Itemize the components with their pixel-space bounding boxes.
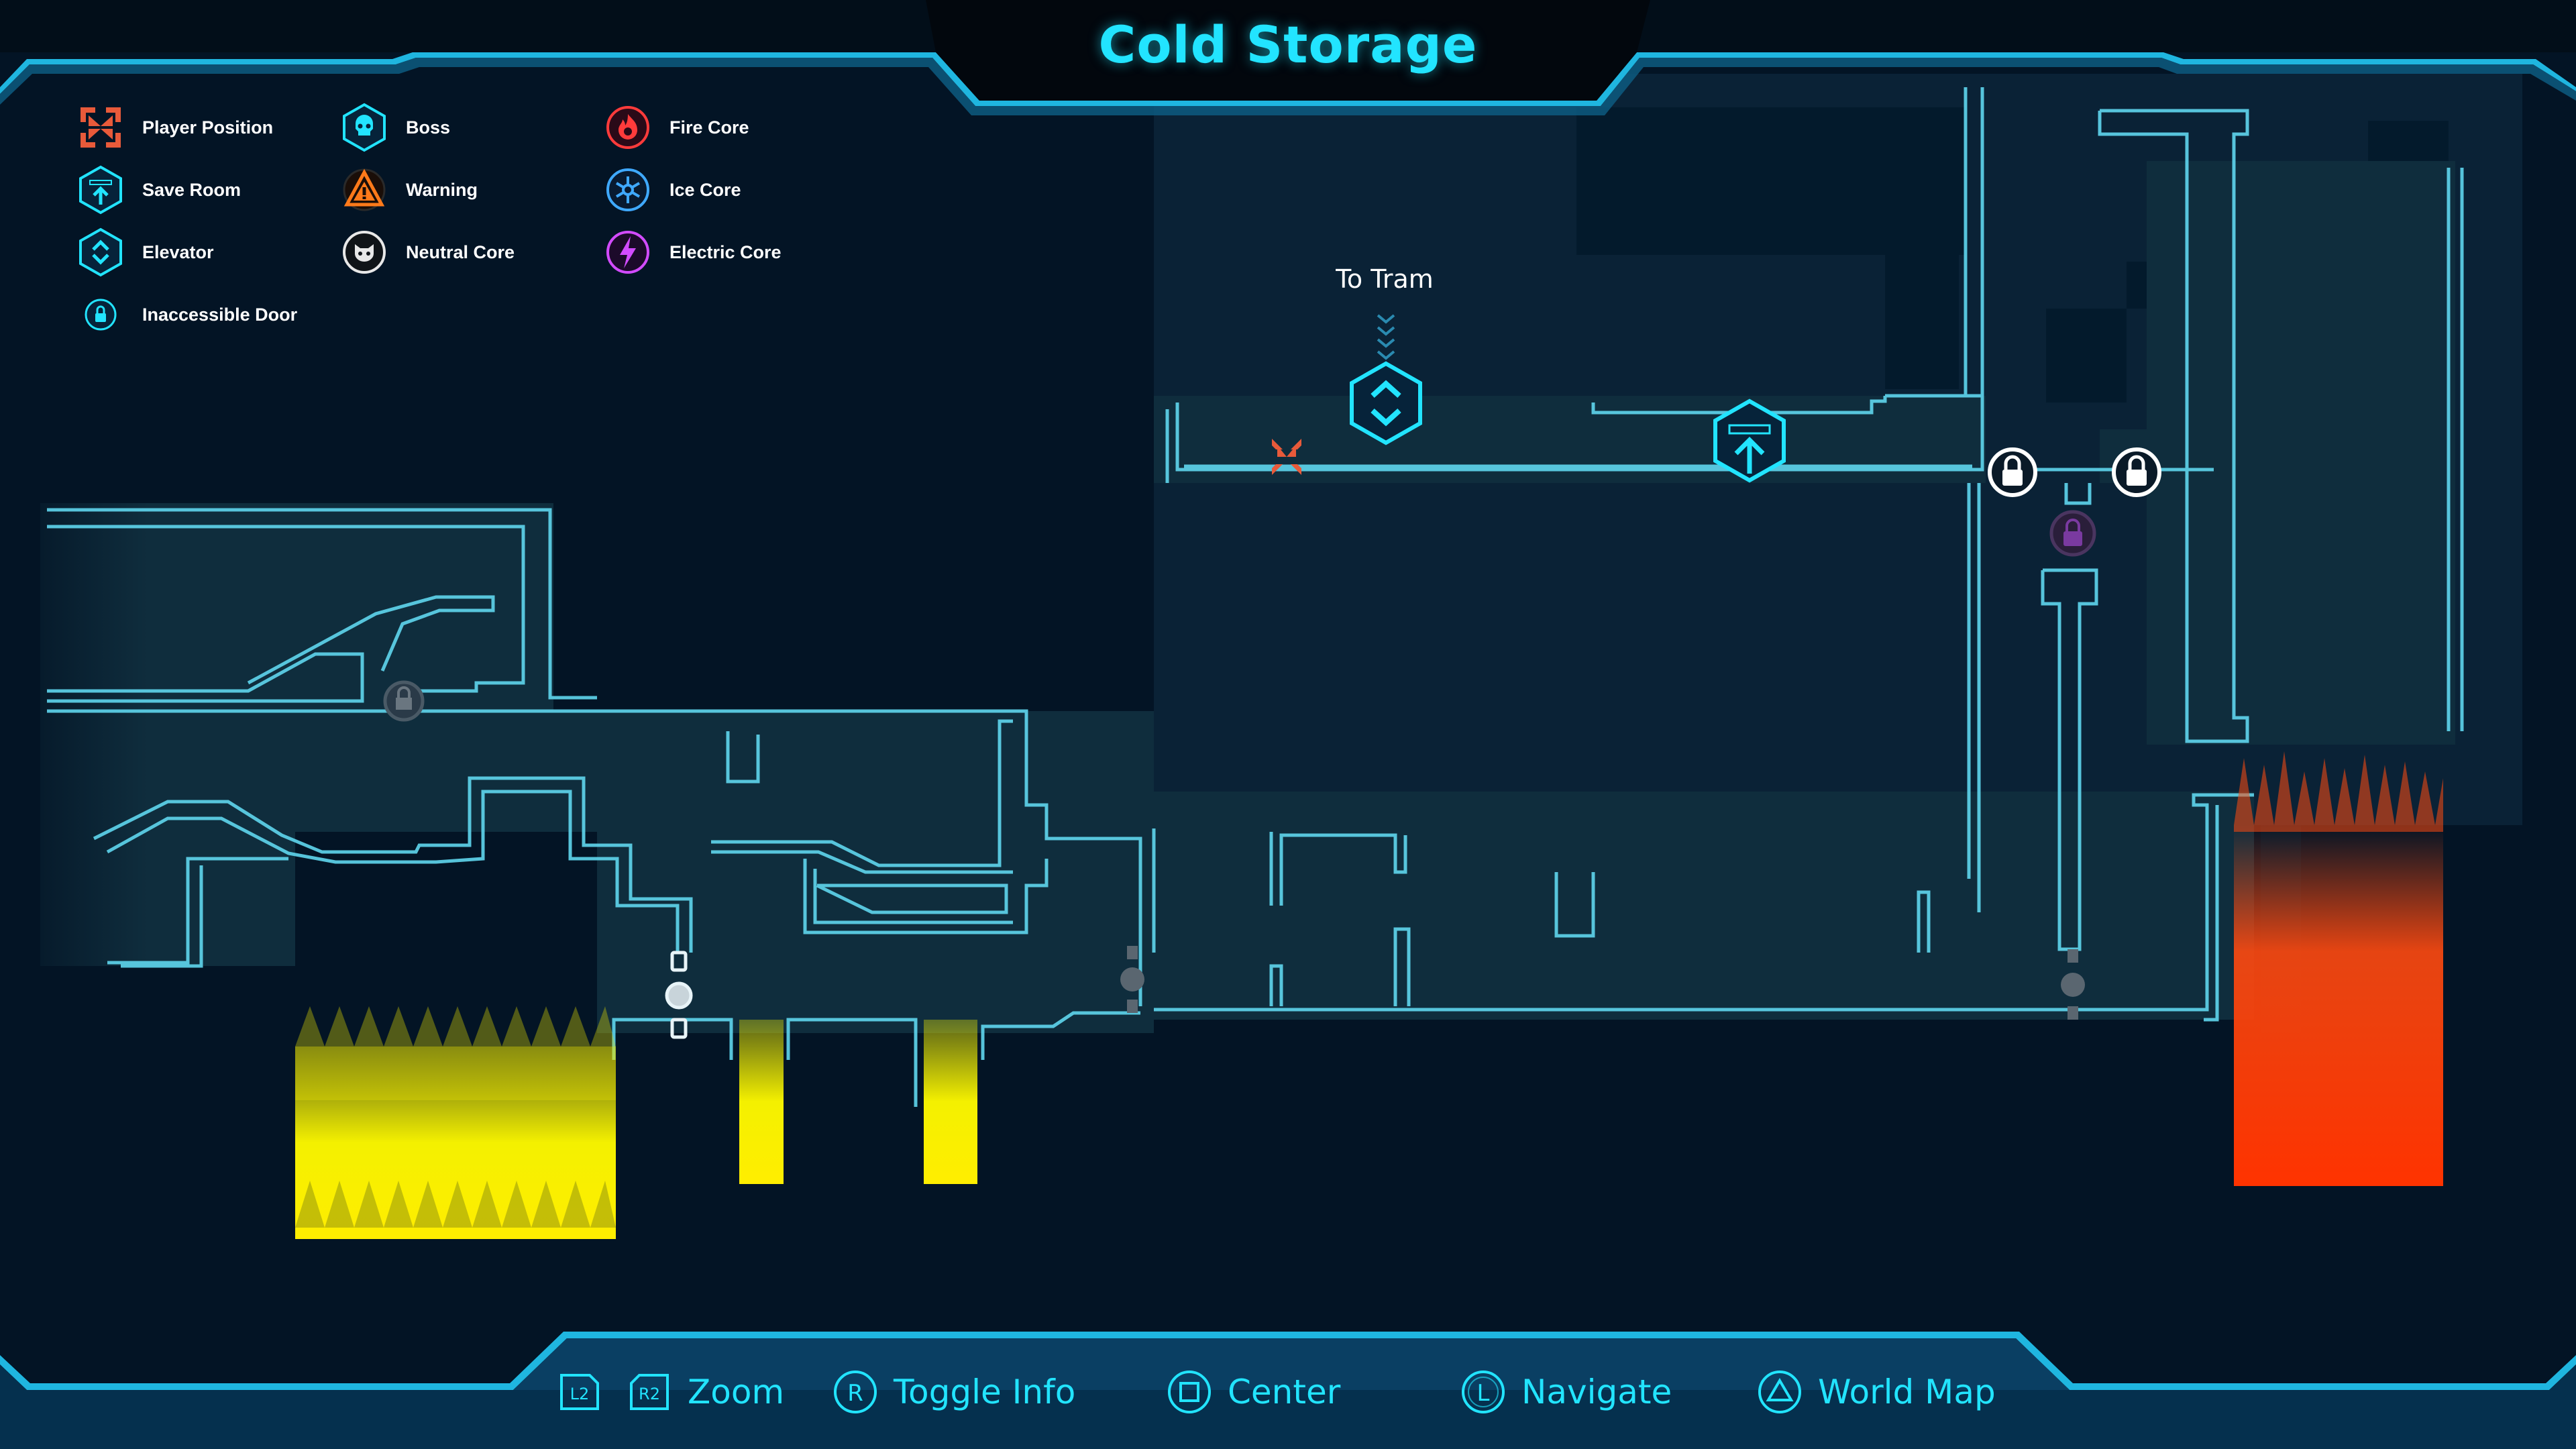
triangle-button-icon — [1758, 1371, 1801, 1413]
boss-icon — [343, 103, 386, 152]
square-button-icon — [1168, 1371, 1211, 1413]
grey-door-lower-2 — [2061, 949, 2085, 1020]
navigate-control[interactable]: L Navigate — [1457, 1362, 1672, 1422]
top-frame — [0, 0, 2576, 115]
legend-electric-core: Electric Core — [601, 225, 782, 279]
legend-neutral-core: Neutral Core — [337, 225, 515, 279]
l2-glyph: L2 — [570, 1385, 590, 1403]
page-title: Cold Storage — [1098, 15, 1478, 74]
world-map-label: World Map — [1818, 1373, 1996, 1411]
legend-ice-core: Ice Core — [601, 163, 741, 217]
legend-label: Fire Core — [669, 117, 749, 138]
player-position-icon — [80, 107, 121, 148]
control-hints-bar: L2 R2 Zoom R Toggle Info Center L Naviga… — [0, 1348, 2576, 1442]
elevator-icon — [79, 227, 122, 277]
legend-label: Warning — [406, 179, 478, 200]
legend-label: Elevator — [142, 241, 214, 262]
r2-button-icon: R2 — [630, 1374, 669, 1410]
zoom-label: Zoom — [688, 1373, 785, 1411]
legend-fire-core: Fire Core — [601, 101, 749, 154]
neutral-core-icon — [343, 231, 386, 274]
map-walls — [47, 87, 2464, 1107]
electric-hazard — [295, 1006, 977, 1239]
legend-inaccessible-door: Inaccessible Door — [74, 288, 297, 341]
legend-label: Neutral Core — [406, 241, 515, 262]
grey-door-lower-1 — [1120, 946, 1144, 1013]
world-map-control[interactable]: World Map — [1754, 1362, 1996, 1422]
legend-player-position: Player Position — [74, 101, 273, 154]
player-position-marker — [1272, 439, 1301, 475]
save-room-icon — [79, 165, 122, 215]
inaccessible-door-icon — [85, 299, 117, 331]
l2-button-icon: L2 — [560, 1374, 599, 1410]
electric-core-icon — [606, 231, 649, 274]
legend-elevator: Elevator — [74, 225, 214, 279]
locked-door-icon[interactable] — [1988, 447, 2037, 497]
tram-link-chevrons — [1377, 314, 1395, 360]
elevator-icon[interactable] — [1350, 361, 1422, 445]
legend-label: Save Room — [142, 179, 241, 200]
legend-label: Boss — [406, 117, 451, 138]
legend-save-room: Save Room — [74, 163, 241, 217]
save-room-icon[interactable] — [1713, 398, 1786, 483]
navigate-label: Navigate — [1521, 1373, 1672, 1411]
l-glyph: L — [1477, 1380, 1490, 1407]
l-stick-button-icon: L — [1462, 1371, 1505, 1413]
map-left-fade — [0, 483, 148, 993]
ice-core-icon — [606, 168, 649, 211]
legend-label: Player Position — [142, 117, 274, 138]
electric-door-icon[interactable] — [2049, 510, 2096, 557]
center-control[interactable]: Center — [1163, 1362, 1340, 1422]
bottom-frame — [0, 1332, 2576, 1449]
toggle-info-label: Toggle Info — [894, 1373, 1076, 1411]
r2-glyph: R2 — [639, 1385, 660, 1403]
to-tram-label: To Tram — [1336, 264, 1434, 294]
warning-icon — [343, 168, 386, 211]
legend-label: Electric Core — [669, 241, 782, 262]
fire-hazard — [2234, 751, 2443, 1186]
toggle-info-control[interactable]: R Toggle Info — [829, 1362, 1075, 1422]
fire-core-icon — [606, 106, 649, 149]
zoom-control[interactable]: L2 R2 Zoom — [553, 1362, 784, 1422]
white-door-connector[interactable] — [665, 951, 693, 1039]
legend-label: Ice Core — [669, 179, 741, 200]
legend-label: Inaccessible Door — [142, 304, 298, 325]
grey-door — [383, 680, 425, 722]
locked-door-icon[interactable] — [2112, 447, 2161, 497]
center-label: Center — [1228, 1373, 1341, 1411]
r-stick-button-icon: R — [834, 1371, 877, 1413]
legend-warning: Warning — [337, 163, 478, 217]
r-glyph: R — [847, 1380, 863, 1407]
legend-boss: Boss — [337, 101, 450, 154]
map-legend: Player Position Boss Fire Core Save Room — [74, 101, 812, 342]
